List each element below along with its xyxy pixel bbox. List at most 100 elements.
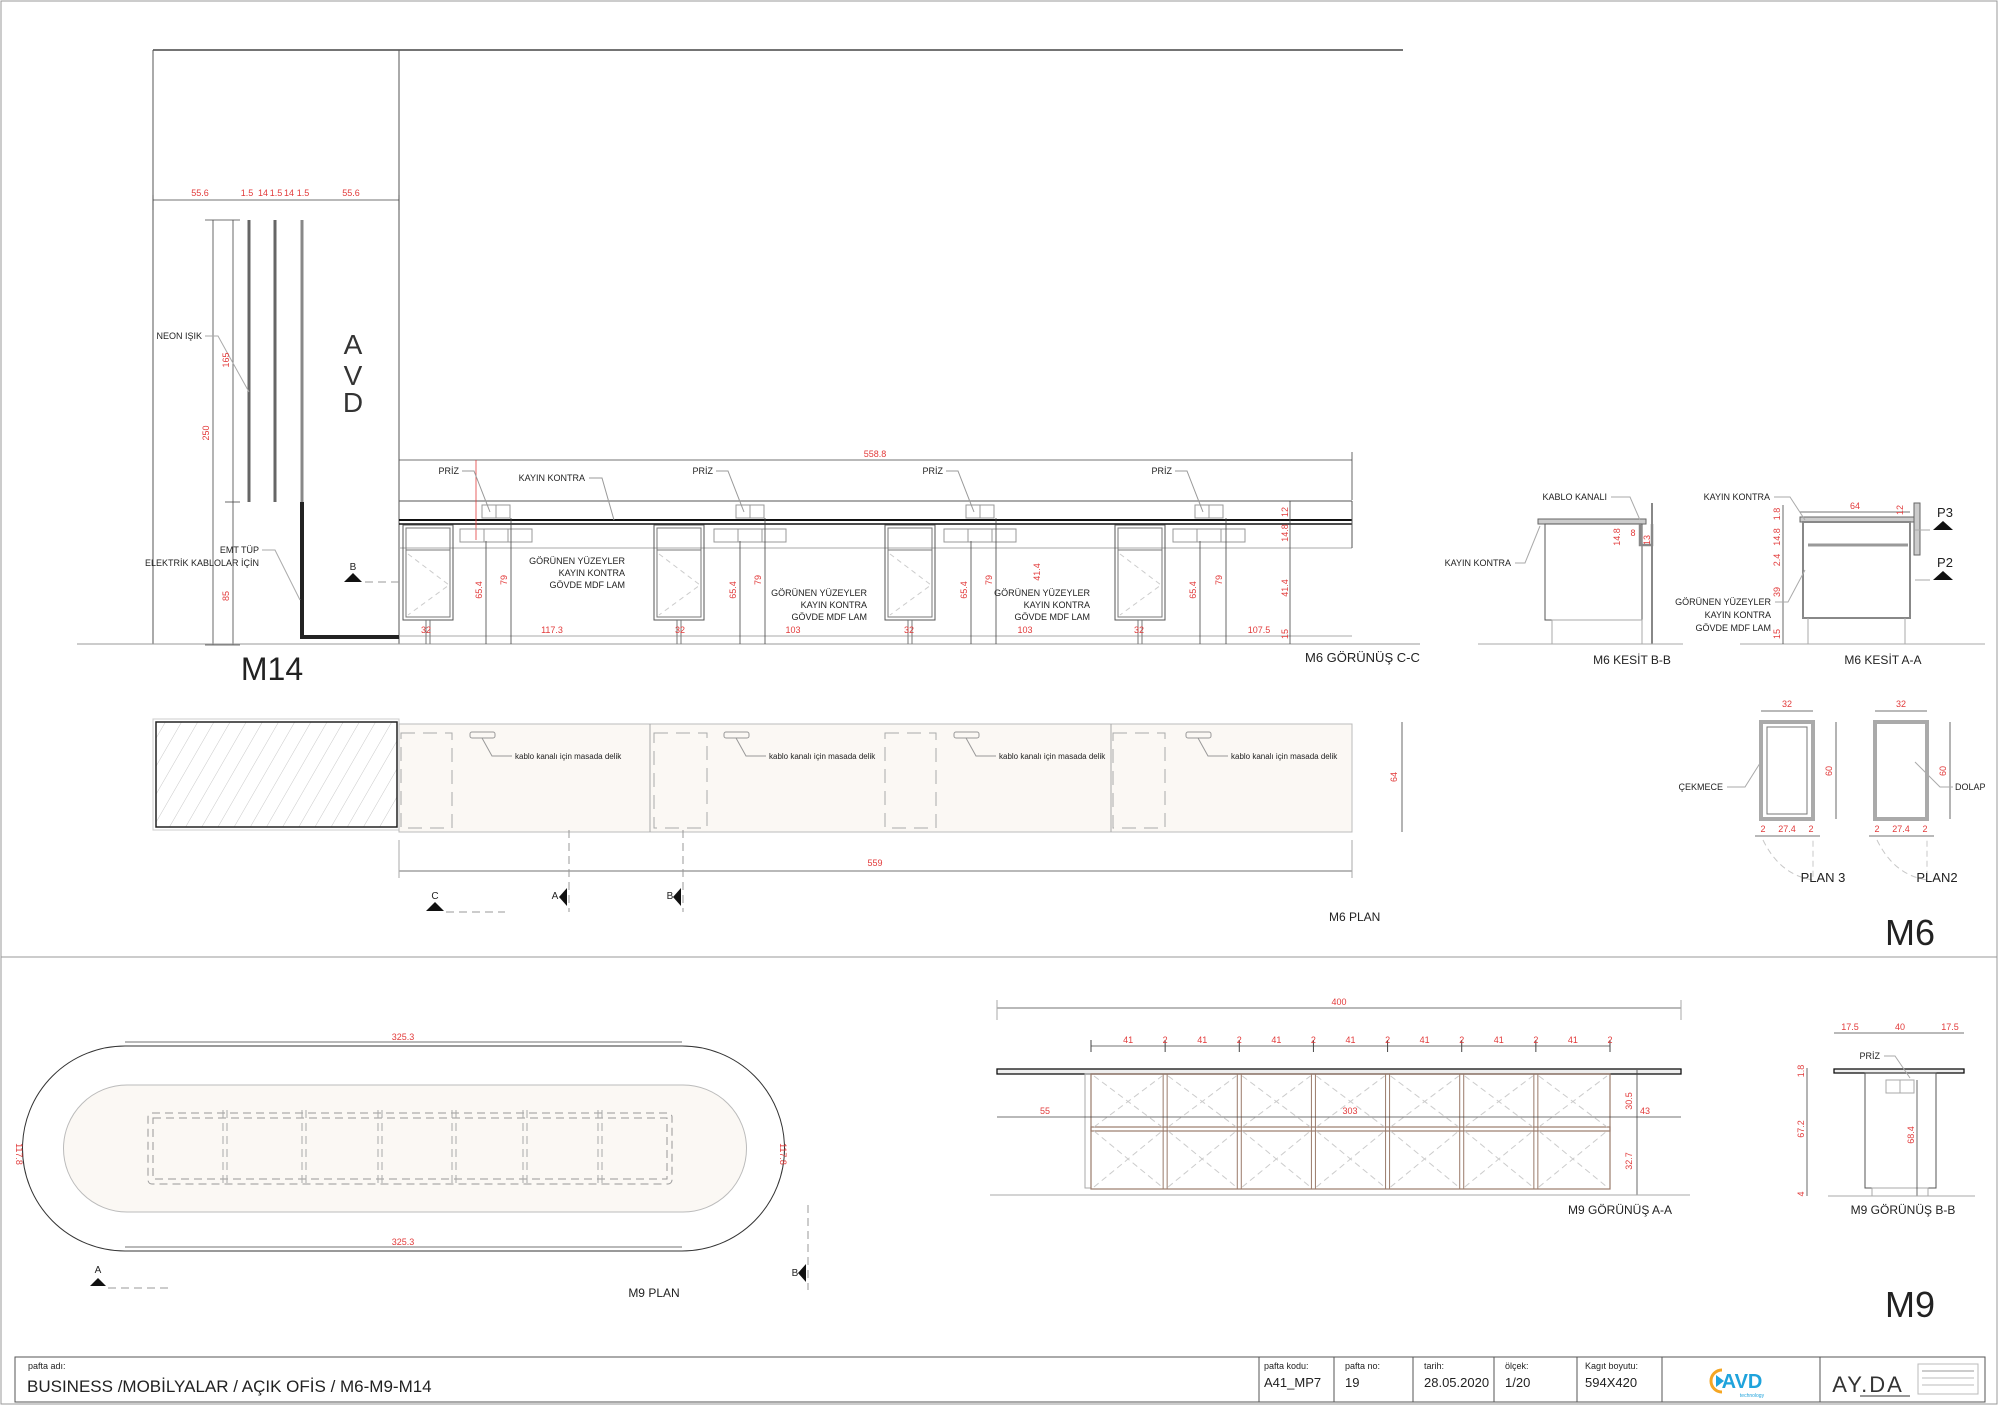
dimension-label: 41 bbox=[1568, 1035, 1578, 1045]
dimension-label: 27.4 bbox=[1892, 824, 1910, 834]
socket-strip bbox=[713, 528, 787, 543]
code-label: pafta kodu: bbox=[1264, 1361, 1309, 1371]
dimension-label: 41.4 bbox=[1032, 563, 1042, 581]
dimension-label: 17.5 bbox=[1941, 1022, 1959, 1032]
dimension-label: 165 bbox=[221, 352, 231, 367]
cable-hole-note: kablo kanalı için masada delik bbox=[769, 752, 876, 761]
cabinet bbox=[1114, 524, 1166, 621]
dimension-label: 8 bbox=[1630, 528, 1635, 538]
avd-logo-subtext: technology bbox=[1740, 1393, 1765, 1399]
emt-tube bbox=[300, 502, 399, 639]
dimension-label: 1.5 bbox=[241, 188, 254, 198]
material-label: KAYIN KONTRA bbox=[519, 473, 585, 483]
view-title: M6 GÖRÜNÜŞ C-C bbox=[1305, 650, 1420, 665]
material-note: GÖRÜNEN YÜZEYLER bbox=[994, 588, 1090, 598]
material-note: KAYIN KONTRA bbox=[1705, 610, 1771, 620]
dimension-label: 2 bbox=[1311, 1035, 1316, 1045]
ayda-logo-text: AY.DA bbox=[1832, 1372, 1904, 1397]
dimension-label: 14.8 bbox=[1772, 528, 1782, 546]
panel-cross bbox=[1464, 1130, 1534, 1188]
view-title: M9 GÖRÜNÜŞ A-A bbox=[1568, 1203, 1672, 1217]
dimension-label: 64 bbox=[1389, 772, 1399, 782]
component-label: DOLAP bbox=[1955, 782, 1986, 792]
view-title: M6 PLAN bbox=[1329, 910, 1380, 924]
panel-cross bbox=[1167, 1130, 1237, 1188]
priz-label: PRİZ bbox=[692, 466, 713, 476]
cabinet-outline bbox=[884, 732, 937, 829]
panel-cross bbox=[1093, 1130, 1163, 1188]
panel-cross bbox=[1241, 1075, 1311, 1128]
dimension-label: 79 bbox=[753, 575, 763, 585]
material-note: GÖVDE MDF LAM bbox=[791, 612, 867, 622]
code-value: A41_MP7 bbox=[1264, 1375, 1321, 1390]
material-note: GÖVDE MDF LAM bbox=[1014, 612, 1090, 622]
dimension-label: 1.5 bbox=[297, 188, 310, 198]
dimension-label: 41 bbox=[1494, 1035, 1504, 1045]
dimension-label: 103 bbox=[1017, 625, 1032, 635]
dimension-label: 60 bbox=[1824, 766, 1834, 776]
material-note: GÖRÜNEN YÜZEYLER bbox=[529, 556, 625, 566]
dimension-label: 14 bbox=[258, 188, 268, 198]
dimension-label: 250 bbox=[201, 425, 211, 440]
component-label: ÇEKMECE bbox=[1678, 782, 1723, 792]
dimension-label: 14 bbox=[284, 188, 294, 198]
dimension-label: 55 bbox=[1040, 1106, 1050, 1116]
dimension-label: 40 bbox=[1895, 1022, 1905, 1032]
panel-cross bbox=[1538, 1075, 1608, 1128]
dimension-label: 67.2 bbox=[1796, 1120, 1806, 1138]
dimension-label: 41.4 bbox=[1280, 579, 1290, 597]
material-note: GÖVDE MDF LAM bbox=[549, 580, 625, 590]
priz-label: PRİZ bbox=[1151, 466, 1172, 476]
m6-section-bb bbox=[1478, 496, 1683, 645]
dimension-label: 41 bbox=[1420, 1035, 1430, 1045]
section-marker-b-icon bbox=[344, 573, 362, 582]
cable-hole-note: kablo kanalı için masada delik bbox=[999, 752, 1106, 761]
door-swing bbox=[1119, 553, 1162, 616]
dimension-label: 2 bbox=[1922, 824, 1927, 834]
dimension-label: 559 bbox=[867, 858, 882, 868]
neon-light-strips bbox=[247, 220, 304, 502]
date-value: 28.05.2020 bbox=[1424, 1375, 1489, 1390]
section-marker-label: B bbox=[667, 891, 674, 902]
cabinet bbox=[653, 524, 705, 621]
section-marker-p3-icon bbox=[1933, 521, 1953, 530]
dimension-label: 558.8 bbox=[864, 449, 887, 459]
view-title: M6 KESİT B-B bbox=[1593, 653, 1671, 667]
material-note: KAYIN KONTRA bbox=[1024, 600, 1090, 610]
dimension-label: 65.4 bbox=[728, 581, 738, 599]
dimension-label: 2 bbox=[1874, 824, 1879, 834]
section-marker-label: C bbox=[431, 891, 438, 902]
cable-hole-note: kablo kanalı için masada delik bbox=[515, 752, 622, 761]
drawing-title: M6 bbox=[1885, 912, 1935, 953]
dimension-label: 32 bbox=[1134, 625, 1144, 635]
leader-line bbox=[716, 470, 745, 513]
dimension-label: 32 bbox=[1782, 699, 1792, 709]
scale-label: ölçek: bbox=[1505, 1361, 1529, 1371]
avd-wall-logo: D bbox=[343, 387, 363, 418]
dimension-label: 41 bbox=[1123, 1035, 1133, 1045]
emt-tube-label: ELEKTRİK KABLOLAR İÇİN bbox=[145, 558, 259, 568]
dimension-label: 32.7 bbox=[1624, 1152, 1634, 1170]
dimension-label: 2 bbox=[1760, 824, 1765, 834]
dimension-label: 12 bbox=[1280, 507, 1290, 517]
leader-line bbox=[1197, 737, 1228, 757]
dimension-label: 32 bbox=[1896, 699, 1906, 709]
cabinet-door bbox=[405, 527, 451, 618]
dimension-label: 325.3 bbox=[392, 1032, 415, 1042]
dimension-label: 39 bbox=[1772, 587, 1782, 597]
dimension-label: 55.6 bbox=[191, 188, 209, 198]
dimension-label: 1.8 bbox=[1772, 508, 1782, 521]
divider-post bbox=[1385, 1073, 1391, 1190]
dimension-label: 17.5 bbox=[1841, 1022, 1859, 1032]
sheet-name-label: pafta adı: bbox=[28, 1361, 66, 1371]
view-title: M9 PLAN bbox=[628, 1286, 679, 1300]
m6-section-aa bbox=[1740, 496, 1985, 645]
cabinet-outline bbox=[653, 732, 708, 829]
m6-elevation bbox=[399, 452, 1353, 644]
cabinet-outline bbox=[400, 732, 453, 829]
priz-label: PRİZ bbox=[922, 466, 943, 476]
leader-line bbox=[481, 737, 512, 757]
dimension-label: 30.5 bbox=[1624, 1092, 1634, 1110]
